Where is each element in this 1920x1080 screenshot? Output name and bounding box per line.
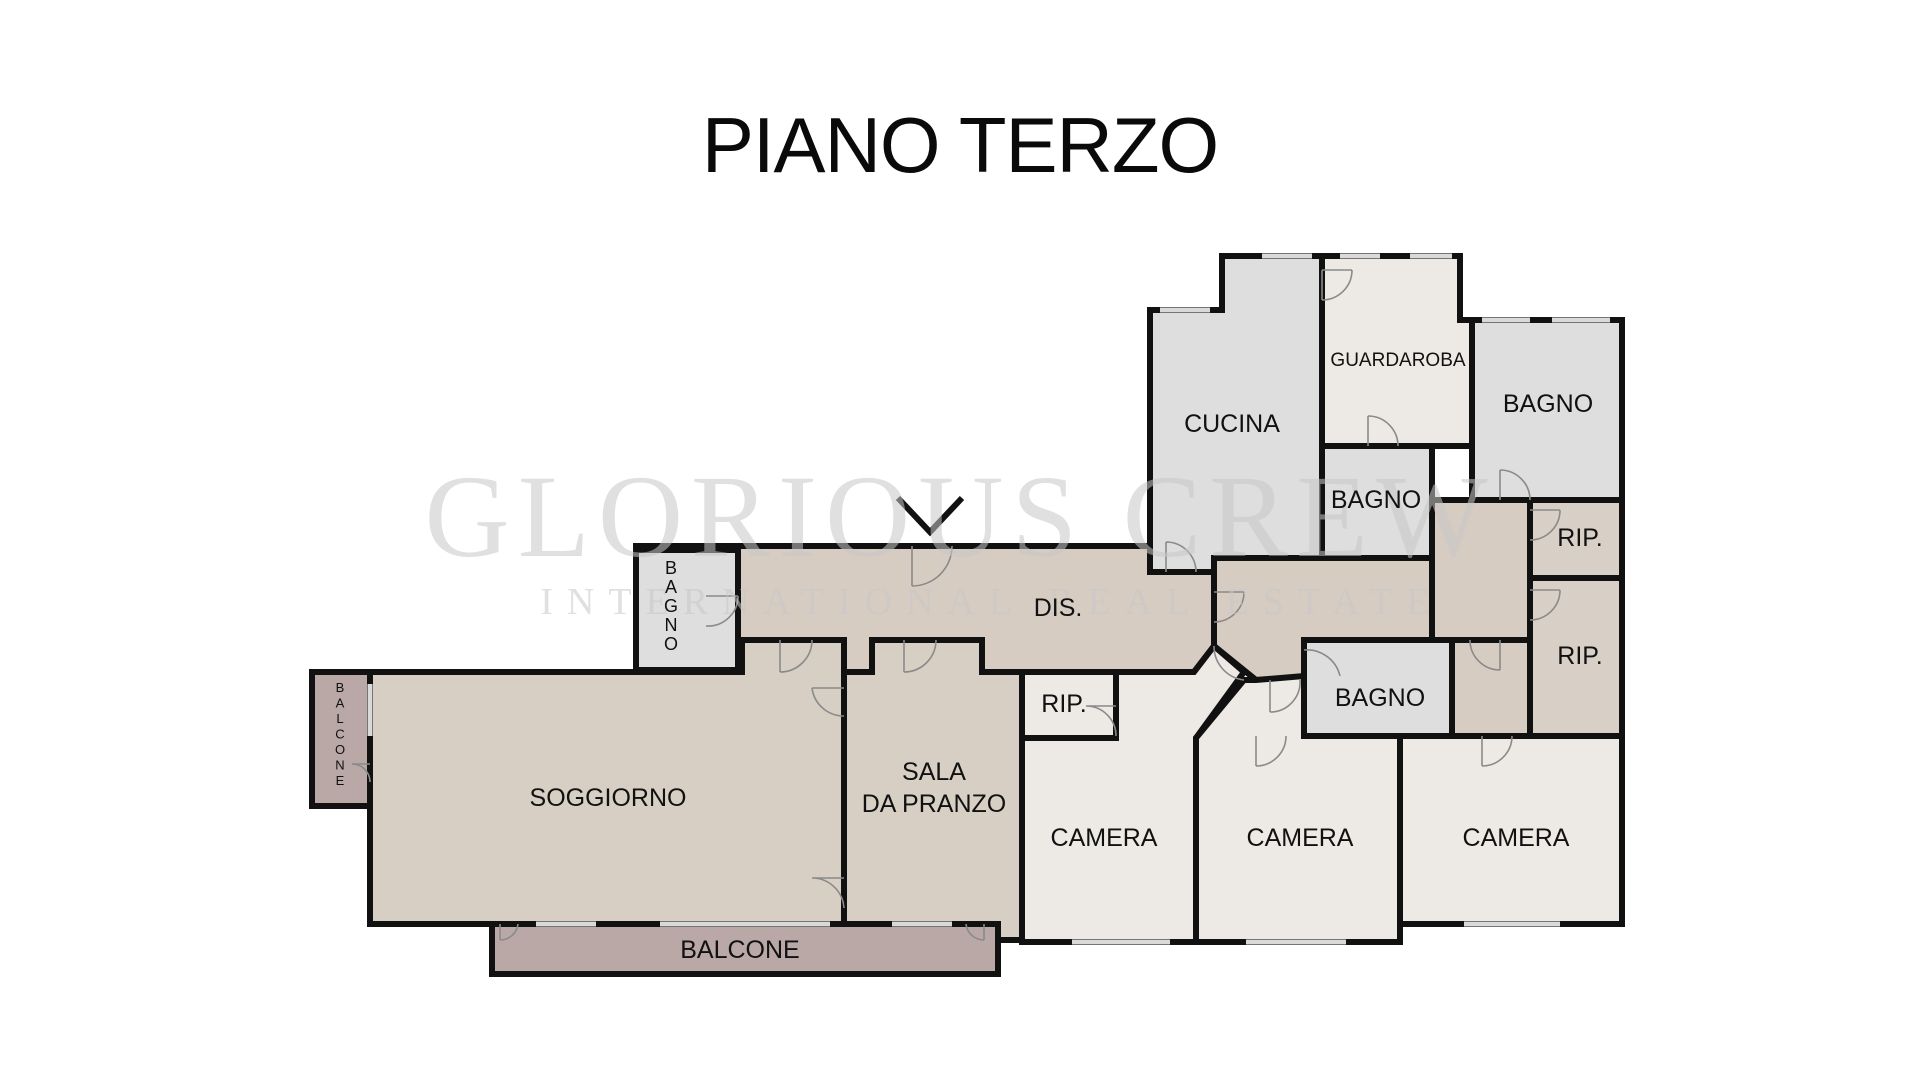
- door-swing: [1529, 589, 1561, 621]
- page-title: PIANO TERZO: [701, 101, 1219, 189]
- door-swing: [911, 545, 953, 587]
- door-swing: [499, 923, 519, 941]
- label-dis: DIS.: [1034, 594, 1083, 622]
- door-swing: [351, 763, 371, 783]
- door-swing: [1303, 649, 1341, 677]
- label-sala-line1: SALA: [902, 758, 966, 786]
- label-camera-2: CAMERA: [1247, 824, 1354, 852]
- label-bagno-low: BAGNO: [1335, 684, 1425, 712]
- door-swing: [705, 595, 739, 627]
- door-swing: [1321, 269, 1353, 301]
- room-camera-3: [1397, 733, 1625, 927]
- door-swing: [811, 877, 845, 909]
- door-swing: [811, 687, 845, 717]
- label-rip-right1: RIP.: [1557, 524, 1602, 552]
- door-swing: [1213, 591, 1245, 623]
- label-sala-line2: DA PRANZO: [862, 790, 1006, 818]
- door-swing: [1529, 509, 1561, 541]
- entrance-chevron-icon: [895, 495, 965, 537]
- door-swing: [1213, 645, 1245, 681]
- watermark-line1: GLORIOUS CREW: [425, 451, 1496, 582]
- label-camera-1: CAMERA: [1051, 824, 1158, 852]
- door-swing: [1499, 469, 1531, 501]
- label-soggiorno: SOGGIORNO: [530, 784, 687, 812]
- label-balcone-bottom: BALCONE: [680, 936, 799, 964]
- door-swing: [965, 923, 985, 941]
- watermark-line2: INTERNATIONAL REAL ESTATE: [540, 581, 1444, 623]
- label-rip-right2: RIP.: [1557, 642, 1602, 670]
- label-cucina: CUCINA: [1184, 410, 1280, 438]
- label-guardaroba: GUARDAROBA: [1330, 350, 1465, 371]
- door-swing: [1269, 679, 1301, 713]
- label-bagno-top: BAGNO: [1503, 390, 1593, 418]
- label-rip-mid: RIP.: [1041, 690, 1086, 718]
- room-soggiorno: [367, 637, 847, 927]
- door-swing: [1367, 415, 1399, 447]
- door-swing: [1165, 541, 1197, 573]
- door-swing: [1481, 735, 1513, 767]
- door-swing: [1255, 735, 1287, 767]
- door-swing: [903, 639, 937, 673]
- door-swing: [779, 639, 813, 673]
- label-camera-3: CAMERA: [1463, 824, 1570, 852]
- room-corridor-right-low: [1449, 637, 1533, 739]
- door-swing: [1469, 639, 1501, 671]
- label-bagno-mid: BAGNO: [1331, 486, 1421, 514]
- door-swing: [1085, 705, 1117, 737]
- room-balcone-side: [309, 669, 373, 809]
